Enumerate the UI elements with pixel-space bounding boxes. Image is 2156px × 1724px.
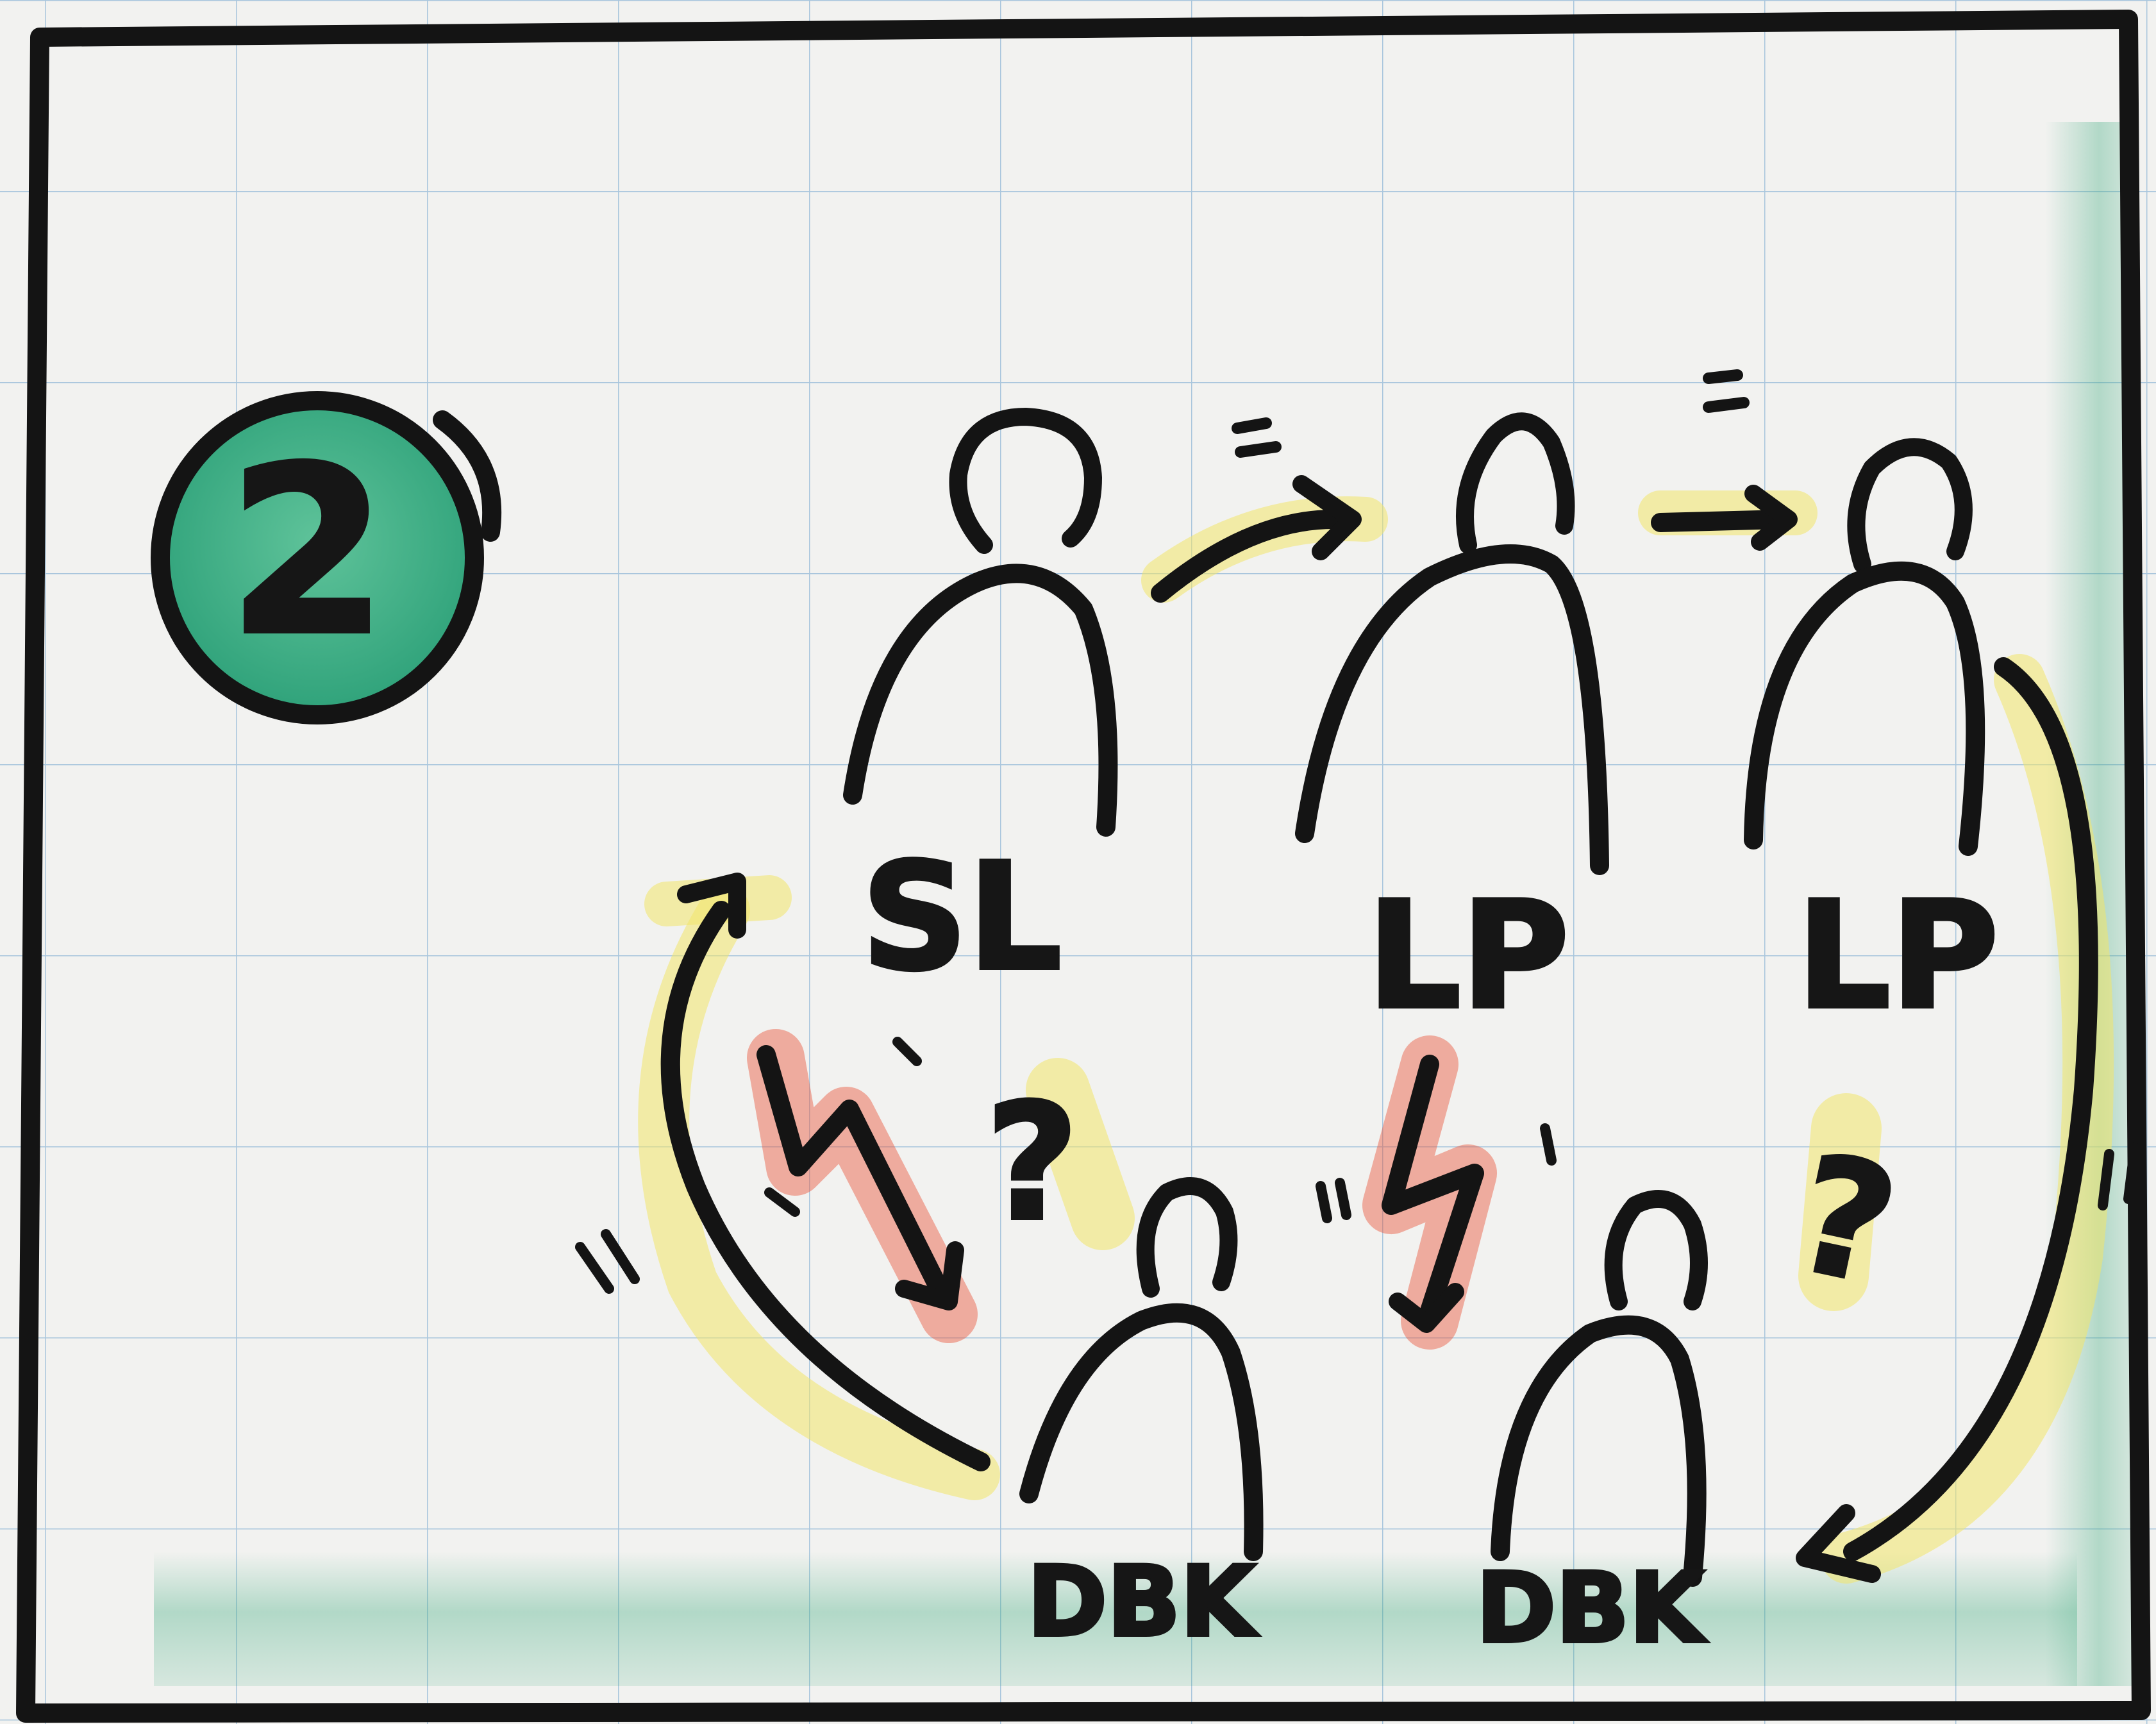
lightning-bolt-icon — [756, 1037, 964, 1310]
person-head — [1604, 1190, 1708, 1310]
frame-border — [16, 10, 2151, 1723]
arrow-lp-to-lp — [1651, 369, 1798, 551]
person-head — [949, 408, 1102, 554]
person-lp-middle — [1295, 412, 1609, 875]
step-badge: 2 — [151, 391, 502, 724]
arrow-sl-to-lp — [1151, 417, 1362, 603]
arrow-dbk-to-sl-curve — [575, 873, 990, 1471]
lightning-bolt-icon — [1316, 1055, 1557, 1333]
person-body — [1491, 1315, 1707, 1587]
person-dbk-left — [1019, 1177, 1264, 1561]
person-body — [843, 564, 1118, 837]
green-floor-shading — [154, 1552, 2077, 1686]
person-body — [1295, 544, 1609, 875]
arrow-lp-to-dbk-curve — [1796, 657, 2140, 1583]
person-lp-right — [1744, 438, 1985, 856]
person-sl — [843, 408, 1118, 837]
label-dbk-right: DBK — [1476, 1553, 1707, 1664]
label-lp-right: LP — [1796, 871, 1998, 1042]
person-body — [1019, 1303, 1264, 1561]
question-mark-left: ? — [985, 1069, 1078, 1256]
label-sl: SL — [862, 832, 1062, 1003]
label-lp-middle: LP — [1367, 871, 1569, 1042]
step-number: 2 — [228, 417, 389, 686]
person-head — [1136, 1177, 1238, 1298]
person-body — [1744, 561, 1985, 856]
label-dbk-left: DBK — [1027, 1546, 1258, 1658]
person-head — [1456, 412, 1575, 554]
person-head — [1847, 438, 1973, 573]
person-dbk-right — [1491, 1190, 1708, 1587]
